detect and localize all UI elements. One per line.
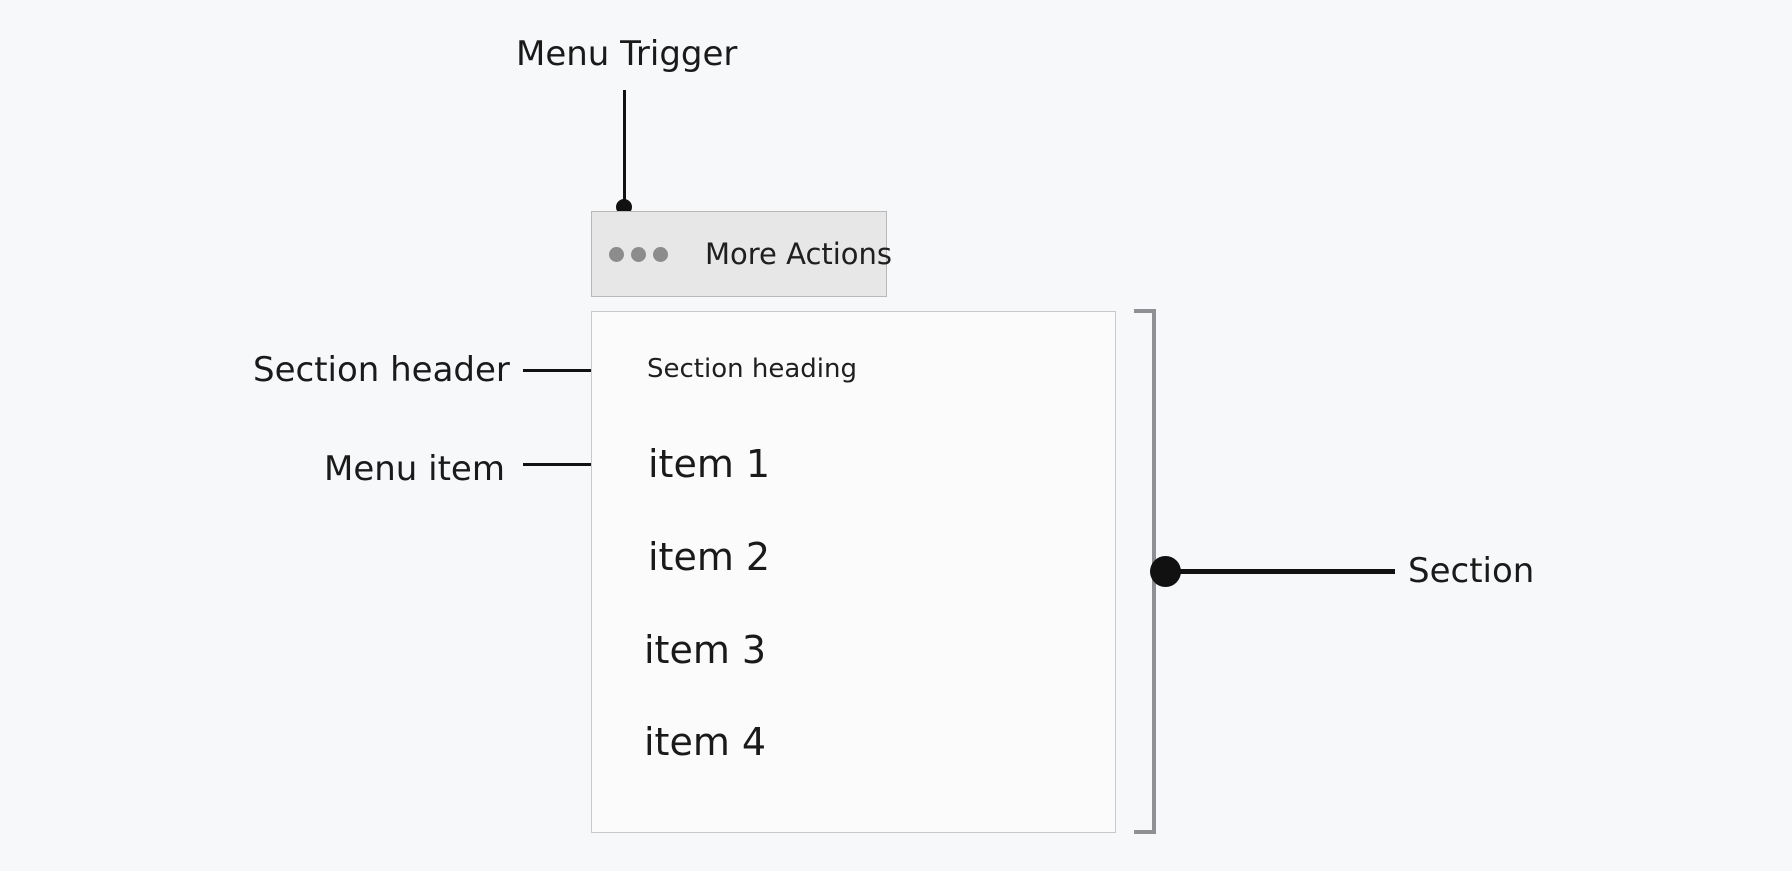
leader-line-section-header [523,369,638,372]
menu-item-1[interactable]: item 1 [648,442,771,486]
menu-item-2[interactable]: item 2 [648,535,771,579]
menu-panel: Section heading item 1 item 2 item 3 ite… [591,311,1116,833]
section-bracket-cap-top [1134,309,1156,313]
annotation-label-menu-item: Menu item [324,449,505,489]
more-horizontal-icon [609,246,668,262]
more-actions-button-label: More Actions [705,236,893,271]
menu-section-heading: Section heading [647,354,857,384]
section-bracket-cap-bottom [1134,830,1156,834]
annotation-label-section: Section [1408,551,1535,591]
more-actions-button[interactable]: More Actions [591,211,892,297]
annotation-label-section-header: Section header [253,350,510,390]
annotation-label-menu-trigger: Menu Trigger [516,34,738,74]
menu-item-3[interactable]: item 3 [644,628,767,672]
leader-line-menu-trigger [623,90,626,207]
menu-item-4[interactable]: item 4 [644,720,767,764]
leader-line-menu-item [523,463,638,466]
leader-line-section [1170,569,1395,574]
